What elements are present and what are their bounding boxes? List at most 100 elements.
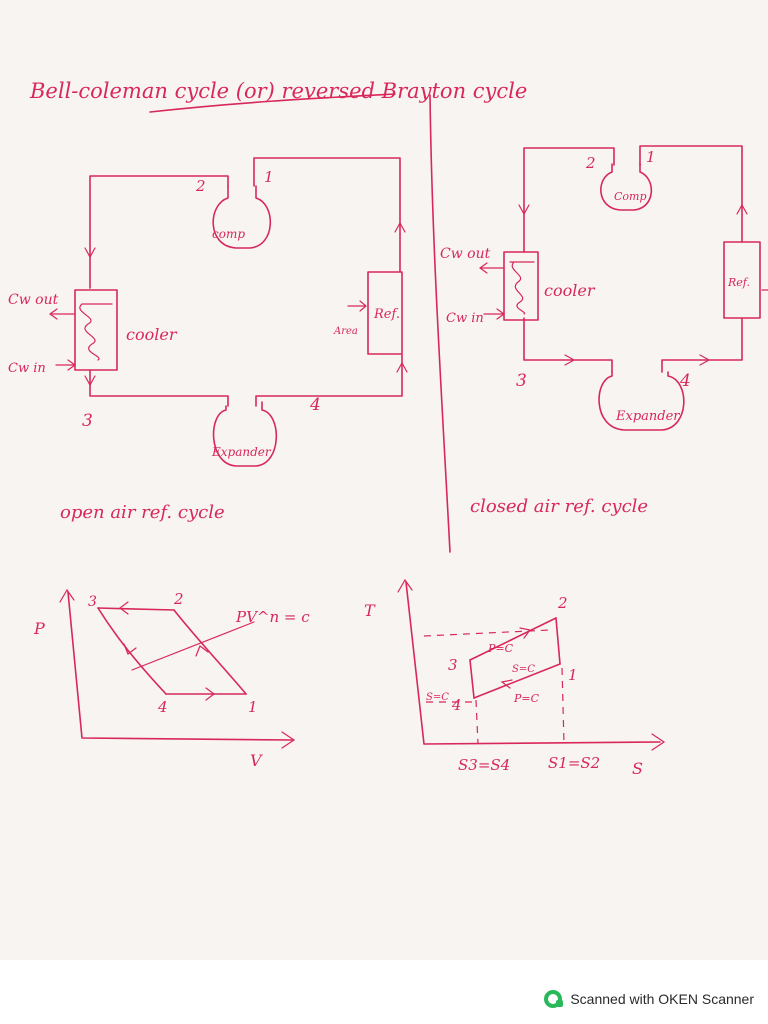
- ts-dash-high: [423, 629, 551, 637]
- ts-y-arrow: [397, 578, 413, 593]
- ts-isentropic-left-label: S=C: [426, 692, 449, 703]
- ts-diagram: T S 2 1 3 4 P=C S=C P=C S=C S3=S4 S1=S2: [364, 578, 666, 778]
- pv-process-label: PV^n = c: [235, 608, 310, 626]
- pv-arrow-right: [205, 687, 215, 701]
- closed-cooler-box: [503, 251, 539, 321]
- closed-cw-out-label: Cw out: [440, 246, 491, 262]
- closed-cooler-coil: [509, 261, 535, 315]
- pv-point-4: 4: [157, 698, 168, 716]
- ts-axes: [405, 581, 661, 745]
- open-expander-label: Expander: [211, 445, 272, 459]
- closed-arrow-right-1: [564, 354, 576, 366]
- ts-entropy-right-label: S1=S2: [548, 754, 600, 772]
- closed-ref-box: [723, 241, 761, 319]
- scanner-label: Scanned with OKEN Scanner: [570, 991, 754, 1007]
- closed-cycle-diagram: Comp 2 1 Expander 3 4 cooler Cw out Cw i…: [440, 145, 768, 431]
- open-arrow-down: [84, 247, 96, 259]
- pv-arrow-down: [123, 643, 137, 655]
- closed-arrow-down: [518, 204, 530, 216]
- pv-y-axis-label: P: [33, 619, 45, 638]
- ts-entropy-left-label: S3=S4: [458, 756, 510, 774]
- scanned-page: Bell-coleman cycle (or) reversed Brayton…: [0, 0, 768, 960]
- pv-line-2-1: [173, 609, 247, 695]
- pv-point-2: 2: [173, 590, 184, 608]
- closed-point-3: 3: [516, 371, 527, 391]
- open-line-bottom-right: [255, 354, 403, 407]
- vertical-divider: [429, 94, 451, 553]
- closed-line-bottom-right: [661, 317, 743, 373]
- open-cw-out-label: Cw out: [8, 292, 59, 308]
- pv-x-axis-label: V: [250, 751, 263, 770]
- pv-diagram: P V 3 2 1 4 PV^n = c: [33, 588, 310, 770]
- pv-line-3-2: [97, 607, 175, 611]
- closed-ref-label: Ref.: [727, 276, 750, 289]
- pv-point-3: 3: [88, 594, 97, 610]
- ts-isentropic-right: [555, 617, 561, 665]
- open-ref-arrow: [347, 300, 367, 312]
- open-arrow-up-ref: [394, 221, 406, 233]
- ts-isobar-high-label: P=C: [487, 642, 514, 655]
- closed-point-4: 4: [679, 371, 691, 391]
- open-cycle-diagram: comp 2 1 Expander 4 3 cooler Cw out Cw i…: [8, 157, 408, 467]
- closed-line-bottom-left: [523, 317, 613, 373]
- open-line-bottom-left: [89, 369, 229, 407]
- ts-isentropic-mid-label: S=C: [512, 664, 535, 675]
- pv-x-arrow: [281, 731, 296, 749]
- scanner-footer: Scanned with OKEN Scanner: [0, 960, 768, 1024]
- open-cw-in-label: Cw in: [8, 361, 46, 376]
- closed-expander: [598, 371, 685, 431]
- open-comp-label: comp: [212, 227, 245, 241]
- closed-arrow-right-2: [699, 354, 711, 366]
- ts-point-3: 3: [448, 656, 458, 674]
- ts-isobar-low: [473, 663, 561, 699]
- pv-y-arrow: [59, 588, 75, 603]
- ts-x-axis-label: S: [632, 759, 643, 778]
- handwritten-notes: Bell-coleman cycle (or) reversed Brayton…: [8, 79, 768, 778]
- open-point-4: 4: [309, 395, 321, 415]
- open-cycle-caption: open air ref. cycle: [60, 502, 225, 523]
- open-cw-in-arrow: [55, 359, 77, 371]
- pv-polytropic-line: [131, 621, 255, 671]
- open-arrow-down-3: [84, 375, 96, 387]
- closed-line-top-left: [523, 147, 615, 253]
- ts-point-4: 4: [451, 696, 462, 714]
- open-cooler-label: cooler: [126, 325, 178, 344]
- closed-cw-in-label: Cw in: [446, 311, 484, 326]
- page-title: Bell-coleman cycle (or) reversed Brayton…: [29, 79, 527, 103]
- closed-cooler-label: cooler: [544, 281, 596, 300]
- ts-isobar-low-label: P=C: [513, 692, 540, 705]
- closed-point-1: 1: [646, 148, 656, 166]
- open-cooler-coil: [79, 303, 113, 361]
- closed-cycle-caption: closed air ref. cycle: [470, 496, 648, 517]
- open-arrow-up-bottom: [396, 361, 408, 373]
- open-point-3: 3: [82, 411, 93, 431]
- closed-expander-label: Expander: [615, 409, 680, 424]
- ts-isobar-high: [469, 617, 557, 661]
- closed-cw-out-arrow: [478, 262, 505, 274]
- closed-line-top-right: [639, 145, 743, 243]
- open-point-2: 2: [195, 177, 206, 195]
- ts-point-2: 2: [557, 594, 568, 612]
- closed-arrow-up: [736, 203, 748, 215]
- open-cooler-box: [74, 289, 118, 371]
- open-ref-label: Ref.: [373, 307, 400, 322]
- ts-dash-s3: [475, 699, 479, 745]
- ts-isentropic-left: [469, 659, 475, 699]
- ts-y-axis-label: T: [364, 601, 376, 620]
- pv-arrow-left: [119, 601, 129, 615]
- closed-comp-label: Comp: [614, 190, 647, 203]
- open-expander: [212, 401, 278, 467]
- pv-axes: [67, 591, 293, 741]
- closed-point-2: 2: [585, 154, 596, 172]
- open-line-top-right: [253, 157, 401, 273]
- open-ref-box: [367, 271, 403, 355]
- open-compressor: [212, 185, 272, 249]
- closed-cw-in-arrow: [483, 308, 506, 320]
- ts-arrow-top: [519, 627, 532, 639]
- ts-dash-s1: [561, 667, 565, 745]
- open-cw-out-arrow: [48, 308, 76, 320]
- title-underline: [149, 93, 396, 113]
- oken-logo-icon: [544, 990, 564, 1008]
- open-area-label: Area: [333, 326, 358, 337]
- ts-point-1: 1: [568, 666, 578, 684]
